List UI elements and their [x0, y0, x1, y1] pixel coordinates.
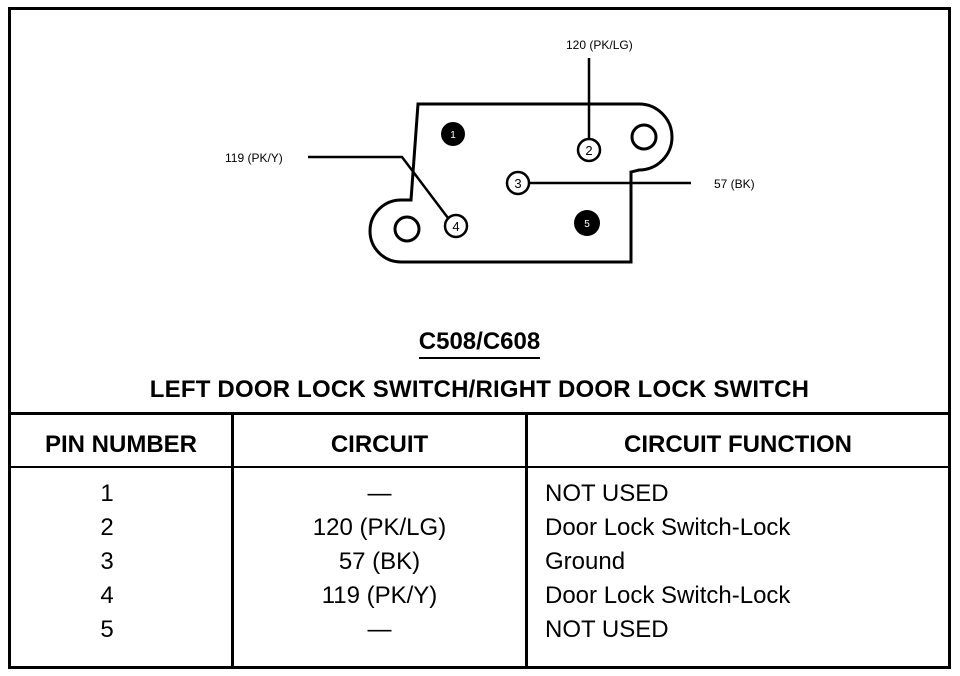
column-divider-1: [231, 414, 234, 666]
cell-circuit: 119 (PK/Y): [321, 582, 438, 609]
cell-circuit: 57 (BK): [338, 548, 421, 575]
diagram-frame: 1 2 3 4 5 120 (PK/LG) 119 (PK/Y) 57 (BK)…: [8, 7, 951, 669]
connector-drawing: 1 2 3 4 5: [308, 58, 691, 264]
pin-2-marker: [576, 137, 602, 163]
wire-label-pin3: 57 (BK): [714, 177, 755, 191]
wire-label-pin2: 120 (PK/LG): [566, 38, 633, 52]
mounting-hole-left: [393, 215, 421, 243]
pin-4-number: 4: [452, 219, 459, 234]
cell-pin: 4: [100, 582, 114, 609]
connector-body: [368, 102, 674, 264]
connector-id-text: C508/C608: [418, 328, 541, 359]
mounting-hole-right: [630, 123, 658, 151]
pin-5-number: 5: [584, 219, 590, 230]
cell-function: Ground: [545, 548, 626, 575]
wire-pin4: [308, 155, 449, 219]
table-header-rule: [11, 466, 948, 468]
cell-pin: 1: [100, 480, 114, 507]
cell-function: Door Lock Switch-Lock: [545, 582, 791, 609]
table-top-rule: [11, 412, 948, 415]
header-pin-number: PIN NUMBER: [44, 431, 197, 458]
cell-function: Door Lock Switch-Lock: [545, 514, 791, 541]
cell-function: NOT USED: [545, 480, 669, 507]
cell-pin: 3: [100, 548, 114, 575]
pin-1-number: 1: [450, 130, 456, 141]
connector-id: C508/C608: [11, 328, 948, 359]
pin-3-number: 3: [514, 176, 521, 191]
wire-label-pin4: 119 (PK/Y): [225, 151, 283, 165]
cell-pin: 5: [100, 616, 114, 643]
pin-2-number: 2: [585, 143, 592, 158]
cell-circuit: —: [367, 480, 392, 507]
connector-title: LEFT DOOR LOCK SWITCH/RIGHT DOOR LOCK SW…: [149, 376, 810, 403]
pin-3-marker: [505, 170, 531, 196]
pin-1-marker: [441, 122, 465, 146]
cell-function: NOT USED: [545, 616, 669, 643]
cell-circuit: 120 (PK/LG): [312, 514, 447, 541]
cell-circuit: —: [367, 616, 392, 643]
cell-pin: 2: [100, 514, 114, 541]
header-circuit: CIRCUIT: [330, 431, 429, 458]
pin-4-marker: [443, 213, 469, 239]
header-circuit-function: CIRCUIT FUNCTION: [624, 431, 852, 458]
column-divider-2: [525, 414, 528, 666]
pin-5-marker: [574, 210, 600, 236]
